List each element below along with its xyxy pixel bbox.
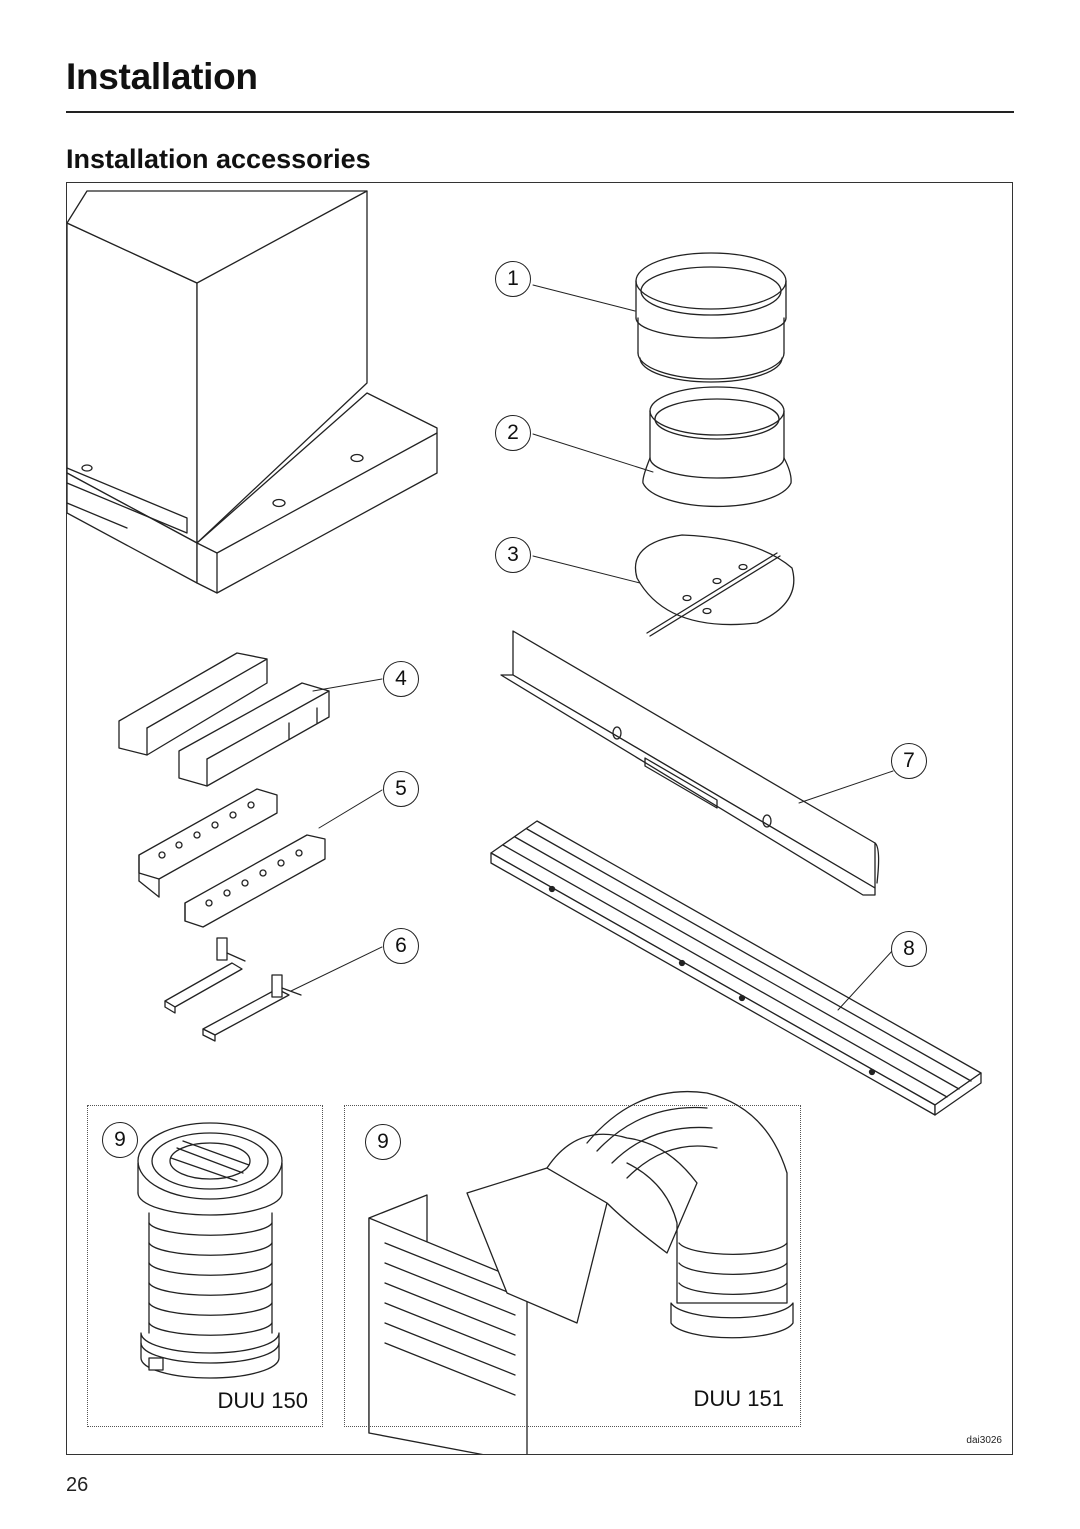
section-title: Installation accessories — [66, 144, 371, 174]
part-5-brackets — [138, 788, 326, 928]
model-label-duu-150: DUU 150 — [217, 1388, 308, 1413]
duu-151-box: 9 DUU 151 — [344, 1105, 801, 1427]
duu-151-illustration — [368, 1090, 794, 1454]
part-1-ring — [635, 252, 787, 383]
callout-5: 5 — [383, 771, 419, 807]
part-8-channel — [490, 820, 982, 1116]
part-2-ring — [642, 386, 792, 508]
duu-150-illustration — [137, 1122, 283, 1379]
callout-9-duu-150: 9 — [102, 1122, 138, 1158]
accessories-illustration — [67, 190, 982, 1454]
callout-4: 4 — [383, 661, 419, 697]
accessories-figure: 1 2 3 4 5 6 7 8 9 DUU 150 9 DUU 151 dai3… — [66, 182, 1013, 1455]
figure-code: dai3026 — [966, 1435, 1002, 1446]
callout-1: 1 — [495, 261, 531, 297]
part-3-flap — [634, 534, 795, 637]
hood-illustration — [67, 190, 438, 594]
callout-8: 8 — [891, 931, 927, 967]
leader-lines — [290, 284, 894, 1011]
callout-2: 2 — [495, 415, 531, 451]
duu-150-box: 9 DUU 150 — [87, 1105, 323, 1427]
model-label-duu-151: DUU 151 — [693, 1386, 784, 1411]
page-number: 26 — [66, 1474, 89, 1496]
title-divider — [66, 111, 1014, 113]
page-title: Installation — [66, 56, 258, 97]
part-7-rail — [500, 630, 880, 896]
callout-7: 7 — [891, 743, 927, 779]
callout-6: 6 — [383, 928, 419, 964]
callout-3: 3 — [495, 537, 531, 573]
part-6-slotted-brackets — [164, 937, 302, 1042]
callout-9-duu-151: 9 — [365, 1124, 401, 1160]
part-4-caps — [118, 652, 330, 787]
